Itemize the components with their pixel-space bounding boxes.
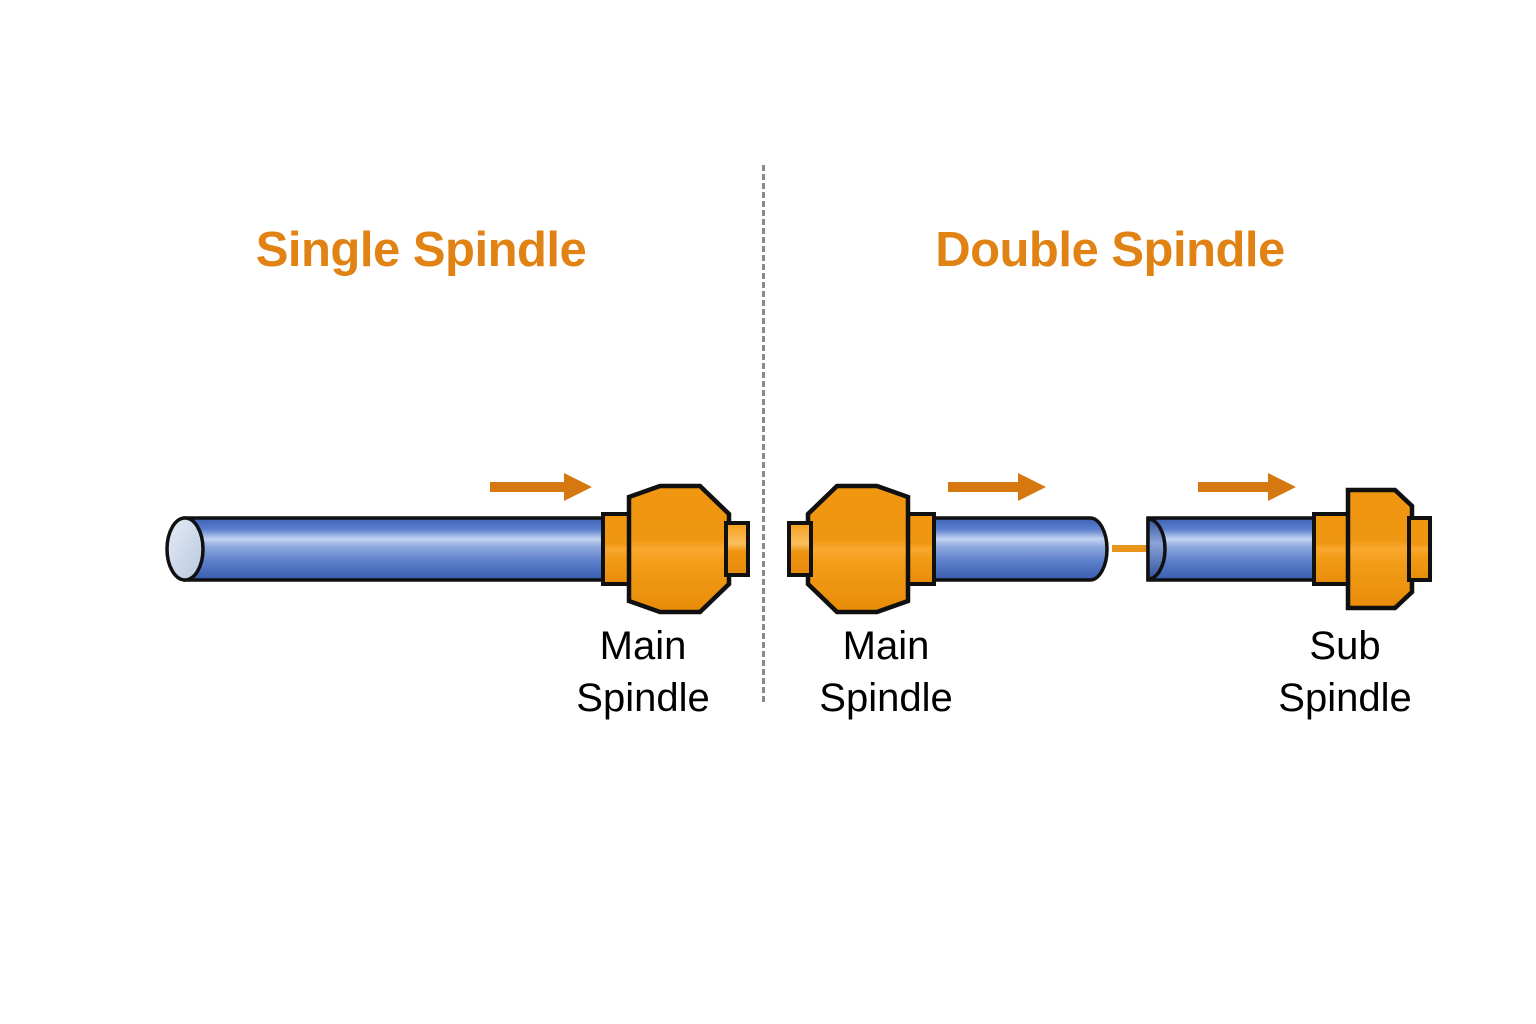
arrow-right-icon	[948, 473, 1046, 501]
double-spindle-sub-assembly	[1100, 440, 1432, 630]
sub-spindle-chuck	[1312, 487, 1432, 611]
workpiece-bar	[165, 516, 617, 582]
label-line-1: Main	[599, 624, 687, 668]
cut-separation-mark-icon	[1112, 545, 1154, 552]
double-spindle-main-assembly	[787, 440, 1160, 630]
spindle-chuck	[787, 483, 936, 615]
bar-cut-face	[1146, 517, 1167, 581]
panel-title-double-spindle: Double Spindle	[935, 223, 1285, 277]
panel-title-single-spindle: Single Spindle	[255, 223, 587, 277]
workpiece-bar	[1146, 516, 1327, 582]
label-line-1: Main	[842, 624, 930, 668]
label-line-1: Sub	[1309, 624, 1381, 668]
label-line-2: Spindle	[1278, 676, 1412, 720]
label-double-sub-spindle: Sub Spindle	[1278, 620, 1411, 724]
single-spindle-assembly	[160, 440, 750, 630]
bar-end-face	[165, 516, 205, 582]
label-double-main-spindle: Main Spindle	[819, 620, 952, 724]
arrow-right-icon	[490, 473, 592, 501]
label-single-main-spindle: Main Spindle	[576, 620, 709, 724]
spindle-chuck	[601, 483, 750, 615]
label-line-2: Spindle	[576, 676, 710, 720]
vertical-dashed-divider-icon	[762, 165, 765, 702]
arrow-right-icon	[1198, 473, 1296, 501]
workpiece-bar	[923, 516, 1109, 582]
label-line-2: Spindle	[819, 676, 953, 720]
